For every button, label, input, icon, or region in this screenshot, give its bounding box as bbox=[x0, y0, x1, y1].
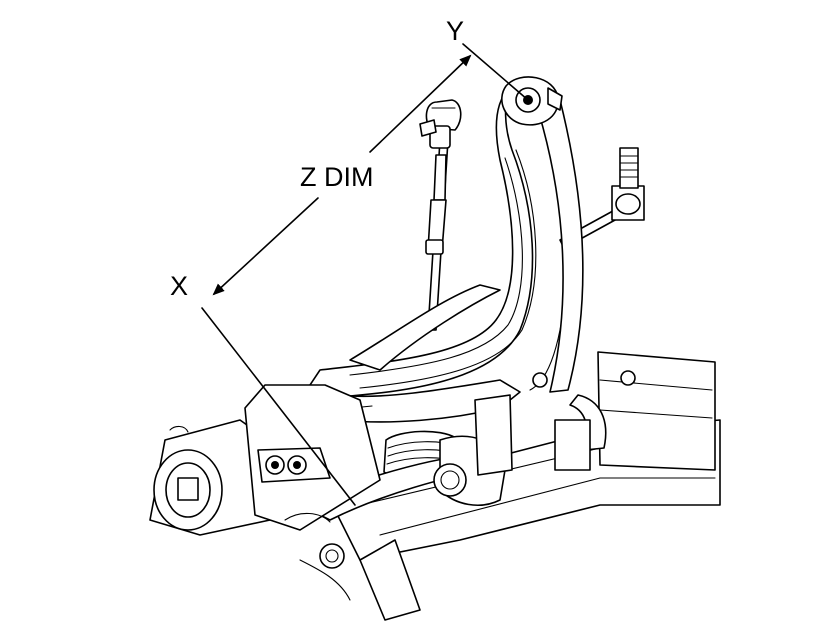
z-dim-arrow-upper bbox=[369, 54, 472, 153]
label-z-dim: Z DIM bbox=[300, 162, 374, 192]
x-reference-line bbox=[201, 307, 356, 506]
z-dim-arrow-lower bbox=[212, 197, 319, 296]
frame-rail bbox=[474, 351, 716, 476]
label-x: X bbox=[170, 271, 188, 301]
mount-bushing bbox=[149, 419, 271, 536]
label-y: Y bbox=[446, 16, 464, 46]
y-reference-line bbox=[462, 43, 529, 101]
lower-control-arm bbox=[309, 85, 584, 423]
dimension-lines bbox=[201, 43, 529, 506]
stabilizer-link bbox=[419, 99, 462, 331]
